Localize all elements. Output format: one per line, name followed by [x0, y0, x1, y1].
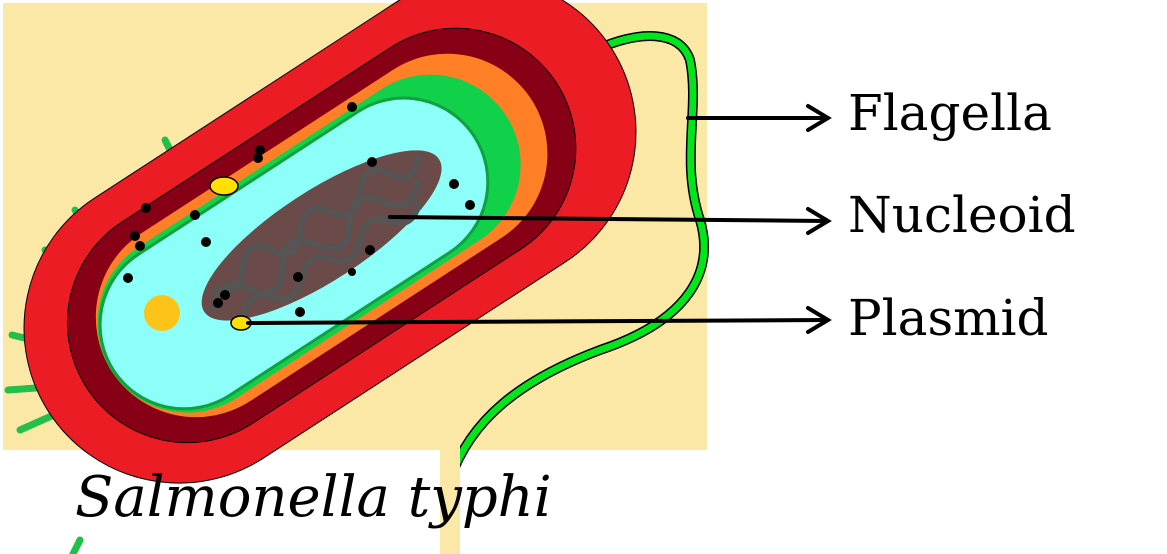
label-plasmid: Plasmid — [848, 289, 1049, 347]
cell-body — [23, 0, 637, 484]
plasmid-arrowhead — [806, 306, 832, 334]
nucleoid-arrowhead — [806, 207, 832, 235]
nucleoid-arrow — [388, 215, 828, 223]
nucleoid-dna — [211, 154, 423, 318]
label-nucleoid: Nucleoid — [848, 186, 1076, 244]
species-caption: Salmonella typhi — [75, 465, 552, 530]
flagellum — [441, 32, 708, 554]
plasmid-1 — [209, 176, 239, 196]
ribosomes — [123, 102, 475, 317]
storage-granule — [144, 295, 180, 331]
nucleoid — [201, 150, 442, 321]
plasmid-arrow — [246, 318, 828, 325]
flagella-arrowhead — [806, 104, 832, 132]
label-flagella: Flagella — [848, 84, 1052, 142]
